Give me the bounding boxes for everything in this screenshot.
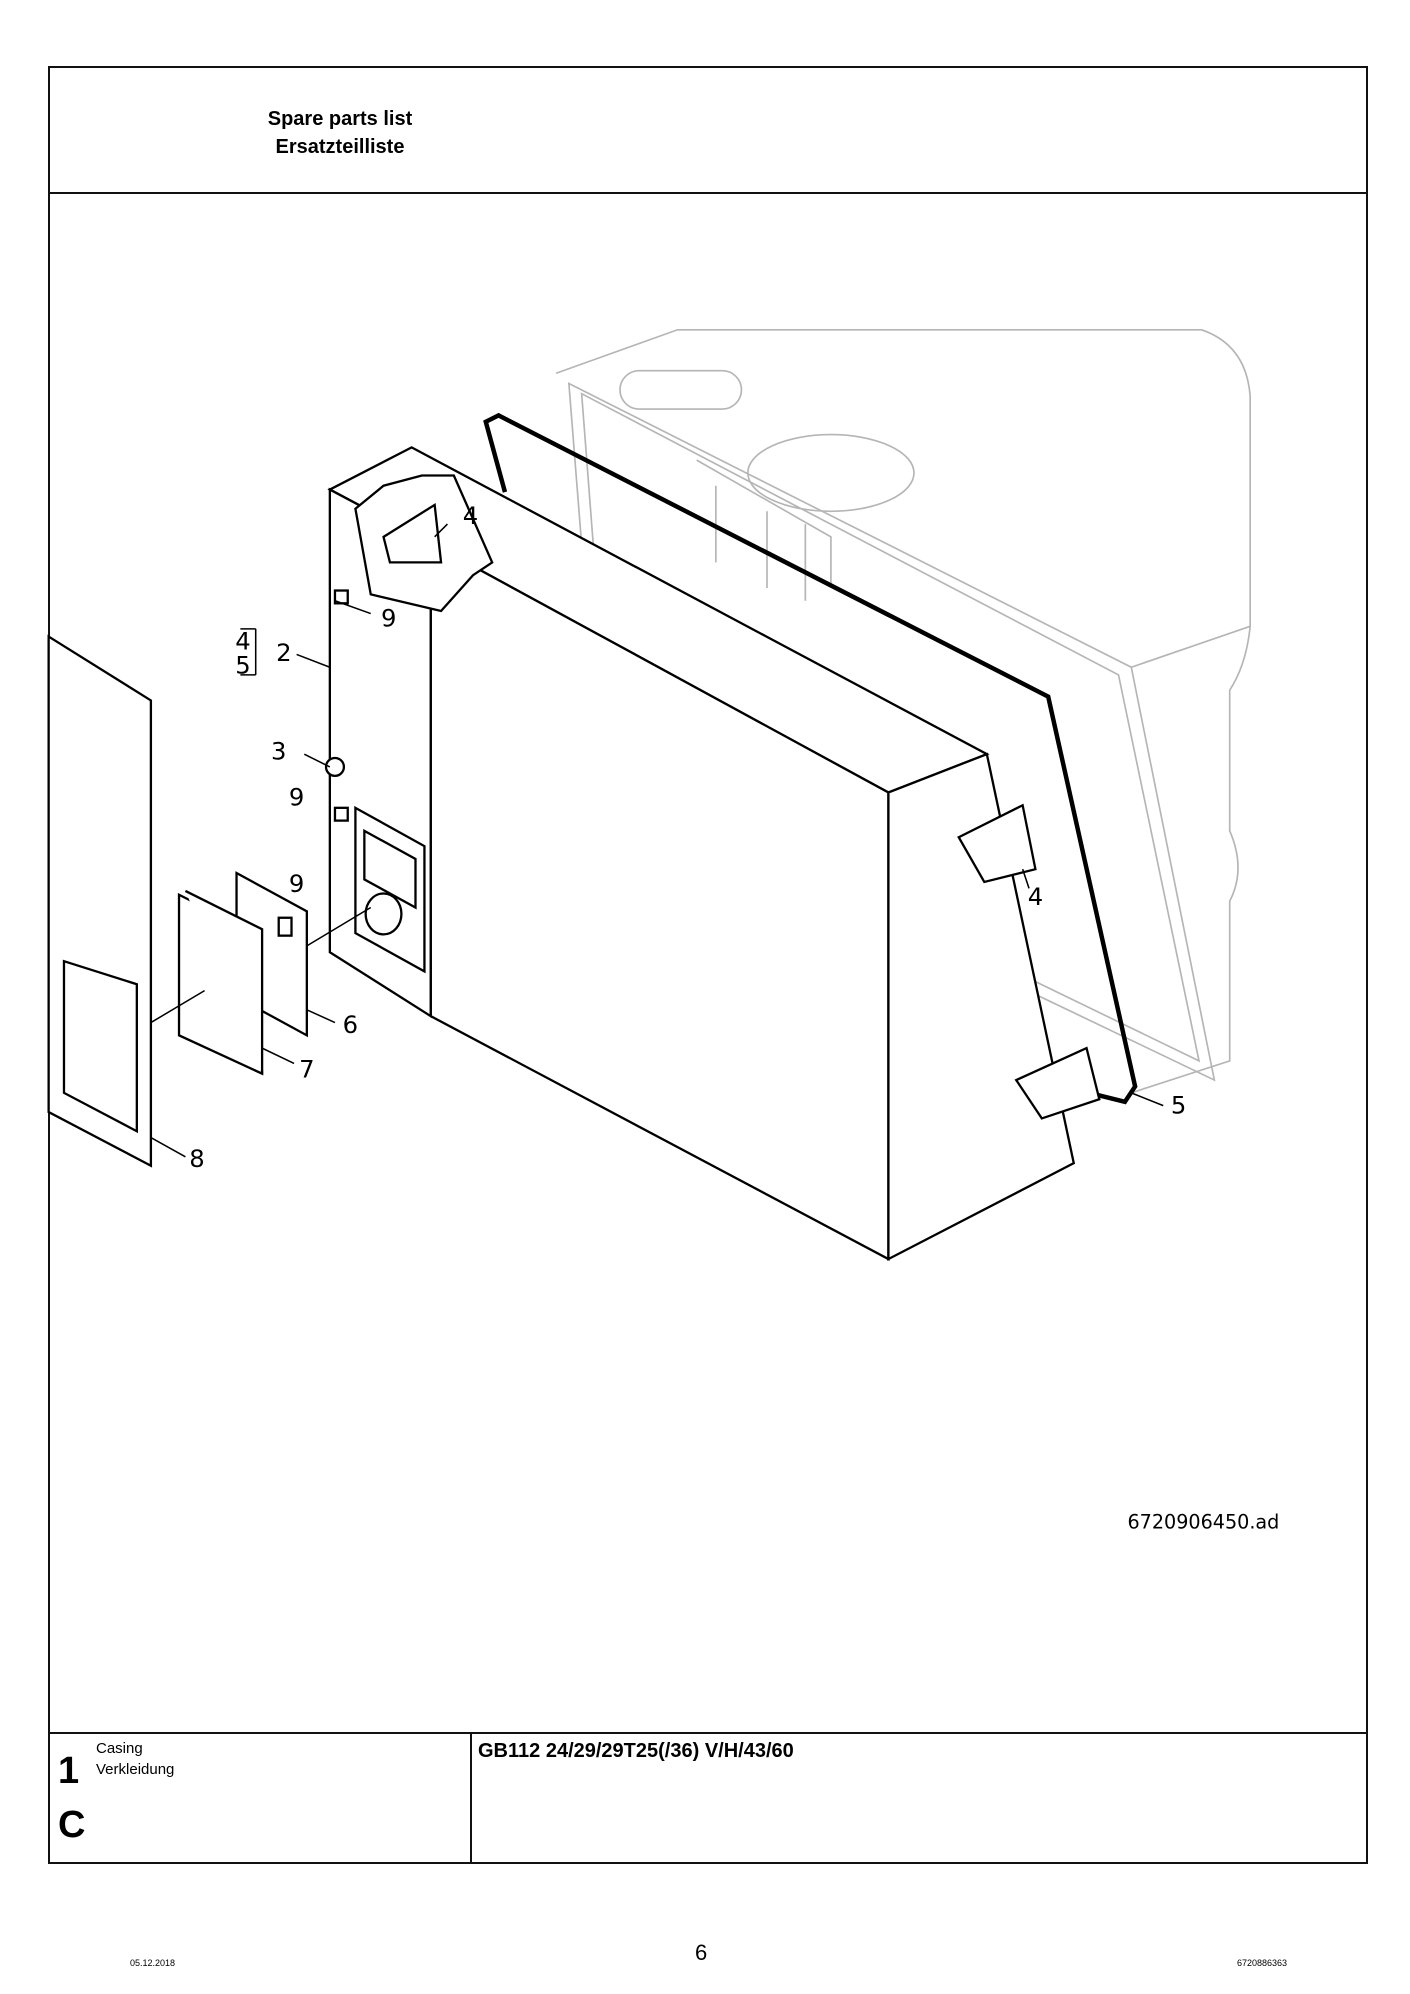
callout-bracket-5: 5	[235, 651, 250, 680]
group-cell: 1 C Casing Verkleidung	[50, 1734, 472, 1862]
page-title: Spare parts list Ersatzteilliste	[250, 105, 430, 161]
callout-7: 7	[299, 1055, 314, 1084]
print-date: 05.12.2018	[130, 1958, 176, 1968]
drawing-reference: 6720906450.ad	[1127, 1511, 1279, 1534]
header: Spare parts list Ersatzteilliste	[50, 68, 1366, 194]
document-number: 6720886363	[1237, 1958, 1288, 1968]
callout-9-low: 9	[289, 869, 304, 898]
model-designation: GB112 24/29/29T25(/36) V/H/43/60	[478, 1740, 794, 1762]
group-name-en: Casing	[96, 1740, 143, 1757]
callout-8: 8	[189, 1144, 204, 1173]
callout-6: 6	[343, 1010, 358, 1039]
callout-4-right: 4	[1028, 882, 1043, 911]
manual-and-plate	[177, 871, 308, 1076]
group-number: 1	[58, 1750, 80, 1792]
footer-table: 1 C Casing Verkleidung GB112 24/29/29T25…	[50, 1732, 1366, 1862]
callout-2: 2	[276, 638, 291, 667]
callout-5: 5	[1171, 1090, 1186, 1119]
callout-4-top: 4	[463, 501, 478, 530]
leader-lines	[150, 523, 1164, 1158]
front-panel	[47, 634, 153, 1168]
casing	[324, 446, 1101, 1261]
group-letter: C	[58, 1804, 86, 1846]
callout-9-mid: 9	[289, 782, 304, 811]
gasket	[483, 412, 1138, 1105]
callout-9-top: 9	[381, 603, 396, 632]
callout-labels: 4 9 4 5 2 3 9 9 6 7 8 4 5 6720906450.ad	[189, 501, 1279, 1534]
callout-bracket-4: 4	[235, 626, 250, 655]
title-en: Spare parts list	[267, 108, 413, 130]
callout-3: 3	[271, 736, 286, 765]
title-de: Ersatzteilliste	[275, 136, 405, 158]
group-name-de: Verkleidung	[96, 1761, 175, 1778]
page-number: 6	[695, 1940, 708, 1965]
